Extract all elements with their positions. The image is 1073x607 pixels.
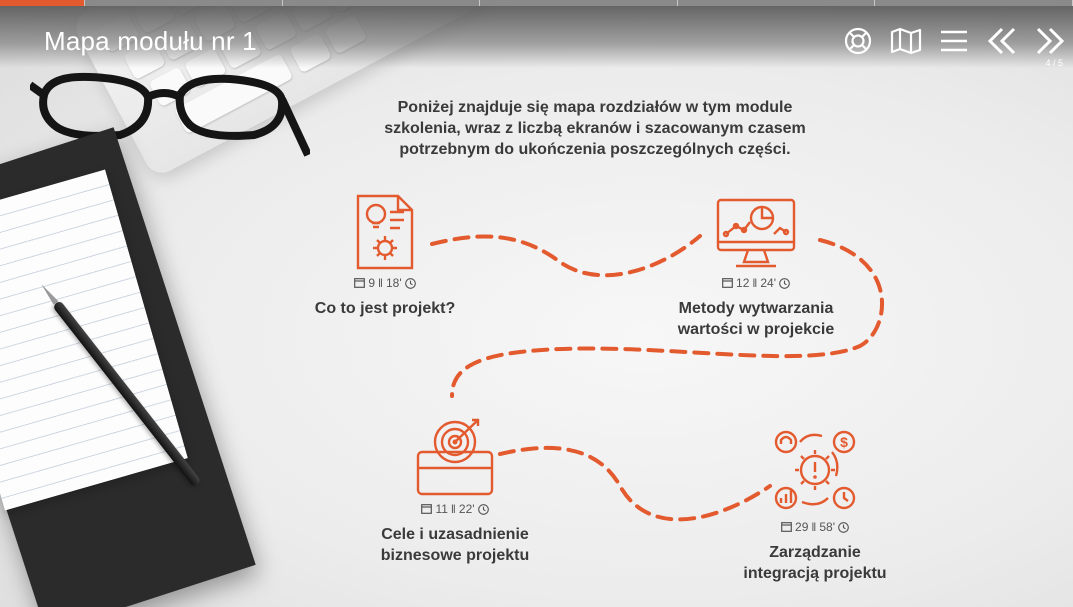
progress-segment bbox=[85, 0, 283, 6]
page-title: Mapa modułu nr 1 bbox=[44, 26, 257, 56]
page-indicator: 4 / 5 bbox=[1045, 58, 1063, 68]
chapter-title: Cele i uzasadnienie biznesowe projektu bbox=[380, 526, 530, 564]
screen-count: 9 bbox=[368, 276, 376, 290]
previous-button[interactable] bbox=[985, 24, 1019, 58]
time-estimate: 18' bbox=[386, 276, 402, 290]
chapter-item[interactable]: 12 ‖ 24' Metody wytwarzania wartości w p… bbox=[656, 196, 856, 340]
header-controls bbox=[841, 24, 1067, 58]
screen-count: 12 bbox=[736, 276, 750, 290]
chapter-item[interactable]: $ 29 ‖ 58' Zarządzanie integracją projek… bbox=[720, 426, 910, 584]
lifebuoy-icon bbox=[844, 27, 872, 55]
next-button[interactable] bbox=[1033, 24, 1067, 58]
idea-document-icon bbox=[356, 194, 414, 270]
clock-icon bbox=[404, 277, 416, 289]
meta-separator: ‖ bbox=[811, 520, 817, 534]
time-estimate: 22' bbox=[458, 502, 475, 516]
chapter-item[interactable]: 11 ‖ 22' Cele i uzasadnienie biznesowe p… bbox=[355, 412, 555, 566]
progress-segment bbox=[282, 0, 481, 6]
intro-text: Poniżej znajduje się mapa rozdziałów w t… bbox=[384, 99, 806, 158]
hamburger-menu-icon bbox=[941, 30, 967, 52]
clock-icon bbox=[477, 503, 489, 515]
screen-count: 11 bbox=[435, 502, 448, 516]
map-icon bbox=[890, 27, 922, 55]
time-estimate: 58' bbox=[819, 520, 835, 534]
chapter-item[interactable]: 9 ‖ 18' Co to jest projekt? bbox=[300, 192, 470, 319]
eyeglasses-image bbox=[30, 72, 310, 157]
double-chevron-left-icon bbox=[987, 27, 1016, 55]
screens-icon bbox=[722, 278, 733, 288]
screens-icon bbox=[354, 278, 366, 288]
progress-segment-complete bbox=[0, 0, 85, 6]
clock-icon bbox=[838, 521, 849, 533]
screens-icon bbox=[421, 504, 433, 514]
monitor-analytics-icon bbox=[716, 198, 796, 268]
meta-separator: ‖ bbox=[752, 276, 758, 290]
help-button[interactable] bbox=[841, 24, 875, 58]
header-bar: Mapa modułu nr 1 bbox=[0, 6, 1073, 68]
chapter-meta: 29 ‖ 58' bbox=[720, 520, 910, 534]
screens-icon bbox=[781, 522, 792, 532]
briefcase-target-icon bbox=[416, 418, 494, 496]
double-chevron-right-icon bbox=[1036, 27, 1065, 55]
map-button[interactable] bbox=[889, 24, 923, 58]
progress-bar bbox=[0, 0, 1073, 6]
chapter-meta: 11 ‖ 22' bbox=[355, 502, 555, 516]
svg-text:$: $ bbox=[840, 434, 848, 450]
clock-icon bbox=[779, 277, 790, 289]
chapter-meta: 9 ‖ 18' bbox=[300, 276, 470, 290]
screen-count: 29 bbox=[795, 520, 809, 534]
chapter-title: Metody wytwarzania wartości w projekcie bbox=[677, 300, 835, 338]
integration-gear-icon: $ bbox=[774, 430, 856, 510]
chapter-meta: 12 ‖ 24' bbox=[656, 276, 856, 290]
chapter-title: Co to jest projekt? bbox=[314, 300, 456, 317]
progress-segment bbox=[875, 0, 1073, 6]
menu-button[interactable] bbox=[937, 24, 971, 58]
progress-segment bbox=[677, 0, 876, 6]
progress-segment bbox=[480, 0, 678, 6]
time-estimate: 24' bbox=[760, 276, 776, 290]
meta-separator: ‖ bbox=[450, 502, 456, 516]
chapter-title: Zarządzanie integracją projektu bbox=[743, 544, 887, 582]
meta-separator: ‖ bbox=[378, 276, 383, 290]
